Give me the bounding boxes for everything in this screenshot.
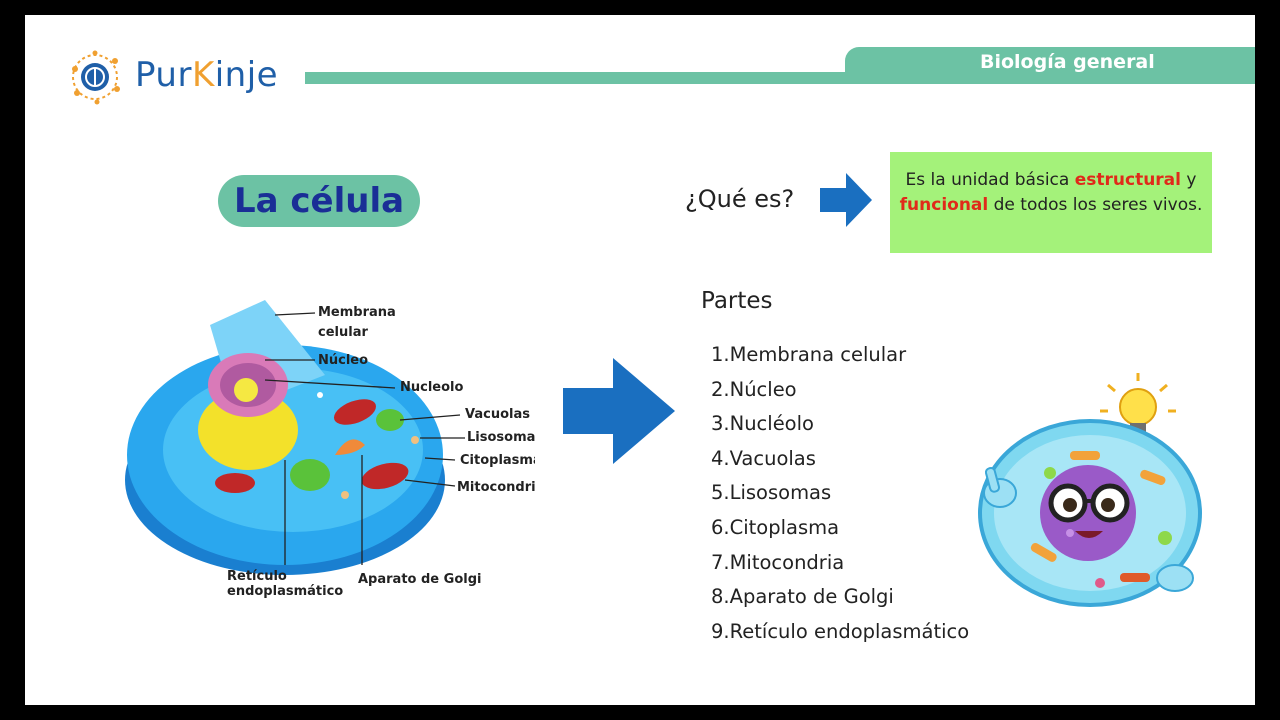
parts-title: Partes bbox=[701, 288, 773, 314]
pointing-hand-icon bbox=[983, 467, 1017, 508]
list-item: 4.Vacuolas bbox=[711, 446, 816, 470]
golgi-apparatus bbox=[335, 439, 365, 455]
glasses-icon bbox=[1048, 483, 1130, 523]
course-title: Biología general bbox=[980, 51, 1155, 73]
question-text: ¿Qué es? bbox=[685, 185, 795, 213]
slide-title: La célula bbox=[233, 181, 405, 221]
list-item: 2.Núcleo bbox=[711, 377, 797, 401]
definition-box: Es la unidad básica estructural y funcio… bbox=[890, 152, 1212, 253]
vacuole bbox=[376, 409, 404, 431]
label-nucleo: Núcleo bbox=[318, 353, 368, 368]
cytoplasm bbox=[163, 368, 423, 532]
cell-mascot-illustration bbox=[978, 373, 1202, 607]
list-item: 3.Nucléolo bbox=[711, 412, 814, 436]
nucleolus bbox=[234, 378, 258, 402]
purkinje-logo: PurKinje bbox=[67, 49, 297, 109]
label-vacuolas: Vacuolas bbox=[465, 407, 530, 422]
list-item: 7.Mitocondria bbox=[711, 550, 845, 574]
cell-diagram: Membrana celular Núcleo Nucleolo Vacuola… bbox=[125, 300, 535, 599]
list-item: 1.Membrana celular bbox=[711, 343, 907, 366]
list-item: 6.Citoplasma bbox=[711, 515, 840, 539]
label-membrana-2: celular bbox=[318, 325, 368, 340]
brand-name: PurKinje bbox=[135, 55, 279, 95]
slide: PurKinje Biología general La célula ¿Qué… bbox=[25, 15, 1255, 705]
neuron-logo-icon bbox=[72, 50, 120, 105]
lightbulb-icon bbox=[1100, 373, 1176, 435]
list-item: 9.Retículo endoplasmático bbox=[711, 619, 970, 643]
label-nucleolo: Nucleolo bbox=[400, 380, 464, 395]
nucleus-envelope bbox=[198, 390, 298, 470]
parts-list: 1.Membrana celular 2.Núcleo 3.Nucléolo 4… bbox=[711, 341, 969, 652]
slide-title-pill: La célula bbox=[218, 175, 420, 227]
label-membrana: Membrana bbox=[318, 305, 396, 320]
label-lisosomas: Lisosomas bbox=[467, 430, 535, 445]
label-mitocondria: Mitocondria bbox=[457, 480, 535, 495]
big-right-arrow-icon bbox=[563, 358, 675, 464]
list-item: 5.Lisosomas bbox=[711, 481, 832, 505]
list-item: 8.Aparato de Golgi bbox=[711, 585, 894, 609]
label-reticulo: Retículo bbox=[227, 569, 287, 584]
smile bbox=[1075, 531, 1103, 538]
label-citoplasma: Citoplasma bbox=[460, 453, 535, 468]
header-tab bbox=[845, 47, 1255, 84]
mitochondria bbox=[333, 399, 377, 425]
right-arrow-icon bbox=[820, 173, 872, 227]
label-golgi: Aparato de Golgi bbox=[358, 572, 481, 587]
lysosome bbox=[411, 436, 419, 444]
label-reticulo-2: endoplasmático bbox=[227, 584, 343, 599]
mascot-hand bbox=[1156, 564, 1194, 592]
